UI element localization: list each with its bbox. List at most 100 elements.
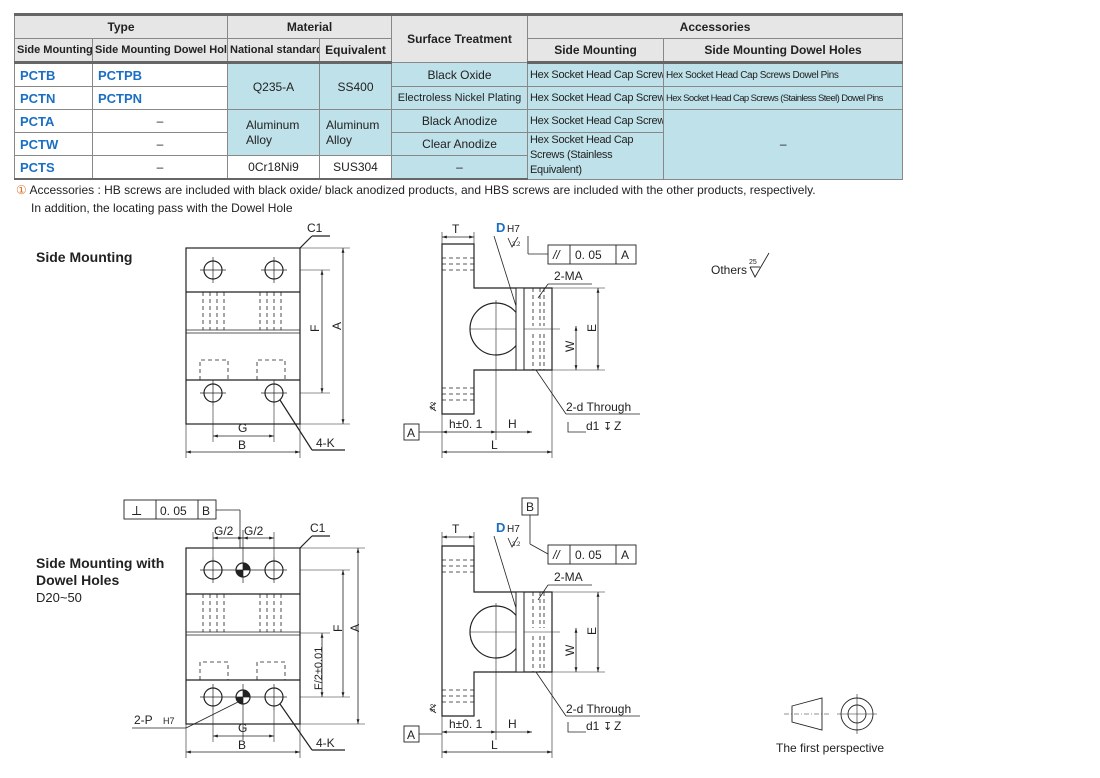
label-tol-value: 0. 05 <box>575 248 602 262</box>
label-dowel-title-2: Dowel Holes <box>36 572 119 588</box>
surface-treatment: Black Oxide <box>391 62 529 87</box>
header-surface: Surface Treatment <box>391 13 529 63</box>
label-c1-dowel: C1 <box>310 521 326 535</box>
accessory-dowel: Hex Socket Head Cap Screws (Stainless St… <box>663 86 904 110</box>
material-national-text: Aluminum Alloy <box>246 117 300 147</box>
label-dim-h: H <box>508 417 517 431</box>
first-angle-projection-icon: The first perspective <box>776 694 884 755</box>
accessories-note: ① Accessories : HB screws are included w… <box>16 181 816 217</box>
label-perp-value: 0. 05 <box>160 504 187 518</box>
type-code: PCTPN <box>92 86 228 110</box>
type-code-dash: – <box>92 155 228 180</box>
label-c1: C1 <box>307 221 323 235</box>
label-dim-g-dowel: G <box>238 721 247 735</box>
type-code-dash: – <box>92 109 228 133</box>
material-equivalent: Aluminum Alloy <box>318 109 393 156</box>
label-tol-value-dowel: 0. 05 <box>575 548 602 562</box>
surface-treatment: Black Anodize <box>391 109 529 133</box>
label-dim-z-dowel: Z <box>614 719 621 733</box>
label-dim-2p: 2-P <box>134 713 153 727</box>
block-front-view <box>185 247 301 425</box>
label-parallel-dowel: // <box>552 548 561 562</box>
note-text-1: Accessories : HB screws are included wit… <box>29 183 816 197</box>
label-perp: ⟂ <box>132 502 142 518</box>
label-dim-a-dowel: A <box>348 624 362 632</box>
label-dim-4k: 4-K <box>316 436 335 450</box>
label-dim-h7: H7 <box>507 224 520 235</box>
label-dim-a: A <box>330 322 344 330</box>
label-dim-4k-dowel: 4-K <box>316 736 335 750</box>
technical-drawing: Side Mounting C1 <box>36 220 884 758</box>
perp-frame <box>123 499 217 520</box>
label-perp-datum: B <box>202 504 210 518</box>
type-code: PCTB <box>14 62 93 87</box>
type-code: PCTN <box>14 86 93 110</box>
label-dowel-title-1: Side Mounting with <box>36 555 164 571</box>
depth-icon: ↧ <box>603 421 612 433</box>
header-accessories: Accessories <box>527 13 904 39</box>
tolerance-frame <box>547 244 637 265</box>
label-dim-d: D <box>496 220 505 235</box>
material-national: 0Cr18Ni9 <box>227 155 320 180</box>
material-equivalent: SS400 <box>318 62 393 110</box>
note-line-2: In addition, the locating pass with the … <box>16 199 816 217</box>
table-row: PCTB PCTPB Q235-A SS400 Black Oxide Hex … <box>14 62 904 110</box>
label-dim-d1-dowel: d1 <box>586 719 600 733</box>
label-dim-g: G <box>238 421 247 435</box>
label-dim-h-dowel: H <box>508 717 517 731</box>
label-parallel: // <box>552 248 561 262</box>
label-roughness: 3.2 <box>512 242 521 248</box>
accessory-dowel: – <box>663 109 904 180</box>
header-acc-dowel: Side Mounting Dowel Holes <box>663 38 904 64</box>
label-roughness-side: 3.2 <box>431 401 437 410</box>
accessory-dowel: Hex Socket Head Cap Screws Dowel Pins <box>663 62 904 87</box>
label-dim-2ma-dowel: 2-MA <box>554 570 583 584</box>
label-dim-t: T <box>452 222 460 236</box>
surface-treatment: Clear Anodize <box>391 132 529 156</box>
label-dim-d-dowel: D <box>496 520 505 535</box>
block-side-view-dowel <box>441 545 553 717</box>
tolerance-frame-dowel <box>547 544 637 565</box>
spec-table: Type Material Surface Treatment Accessor… <box>14 13 904 180</box>
label-dim-t-dowel: T <box>452 522 460 536</box>
label-dim-g2a: G/2 <box>214 524 234 538</box>
accessory-side: Hex Socket Head Cap Screws <box>527 62 665 87</box>
label-datum-a-box: A <box>407 426 415 440</box>
label-datum-a-dowel: A <box>621 548 629 562</box>
header-mat-equivalent: Equivalent <box>318 38 393 64</box>
type-code: PCTW <box>14 132 93 156</box>
label-side-mounting: Side Mounting <box>36 249 132 265</box>
label-dim-2d: 2-d Through <box>566 400 631 414</box>
material-equivalent: SUS304 <box>318 155 393 180</box>
label-others: Others <box>711 263 747 277</box>
header-mat-national: National standard <box>227 38 320 64</box>
dowel-mounting-group: Side Mounting with Dowel Holes D20~50 ⟂ … <box>36 497 640 758</box>
label-dim-h-small-dowel: h±0. 1 <box>449 717 483 731</box>
table-row: PCTS – 0Cr18Ni9 SUS304 – <box>14 155 903 180</box>
label-dim-e: E <box>585 324 599 332</box>
label-dim-2ma: 2-MA <box>554 269 583 283</box>
table-row: PCTW – Clear Anodize Hex Socket Head Cap… <box>14 132 903 180</box>
label-perspective: The first perspective <box>776 741 884 755</box>
caution-icon: ① <box>16 183 27 197</box>
accessory-side: Hex Socket Head Cap Screws <box>527 109 665 133</box>
label-datum-a: A <box>621 248 629 262</box>
label-dim-f2: F/2±0.01 <box>313 647 325 690</box>
accessory-side: Hex Socket Head Cap Screws <box>527 86 665 110</box>
label-dim-f: F <box>308 325 322 332</box>
label-datum-b-box: B <box>526 500 534 514</box>
header-type-side: Side Mounting <box>14 38 93 64</box>
header-type-dowel: Side Mounting Dowel Holes <box>92 38 228 64</box>
label-dim-e-dowel: E <box>585 627 599 635</box>
label-datum-a-box-dowel: A <box>407 728 415 742</box>
label-dowel-title-3: D20~50 <box>36 590 82 605</box>
type-code: PCTS <box>14 155 93 180</box>
type-code: PCTA <box>14 109 93 133</box>
type-code: PCTPB <box>92 62 228 87</box>
label-roughness-25: 25 <box>749 259 757 266</box>
accessory-side: Hex Socket Head Cap Screws (Stainless Eq… <box>527 132 665 180</box>
label-roughness-dowel: 3.2 <box>512 542 521 548</box>
label-roughness-side-dowel: 3.2 <box>431 703 437 712</box>
note-line-1: ① Accessories : HB screws are included w… <box>16 181 816 199</box>
note-text-2: In addition, the locating pass with the … <box>31 201 293 215</box>
